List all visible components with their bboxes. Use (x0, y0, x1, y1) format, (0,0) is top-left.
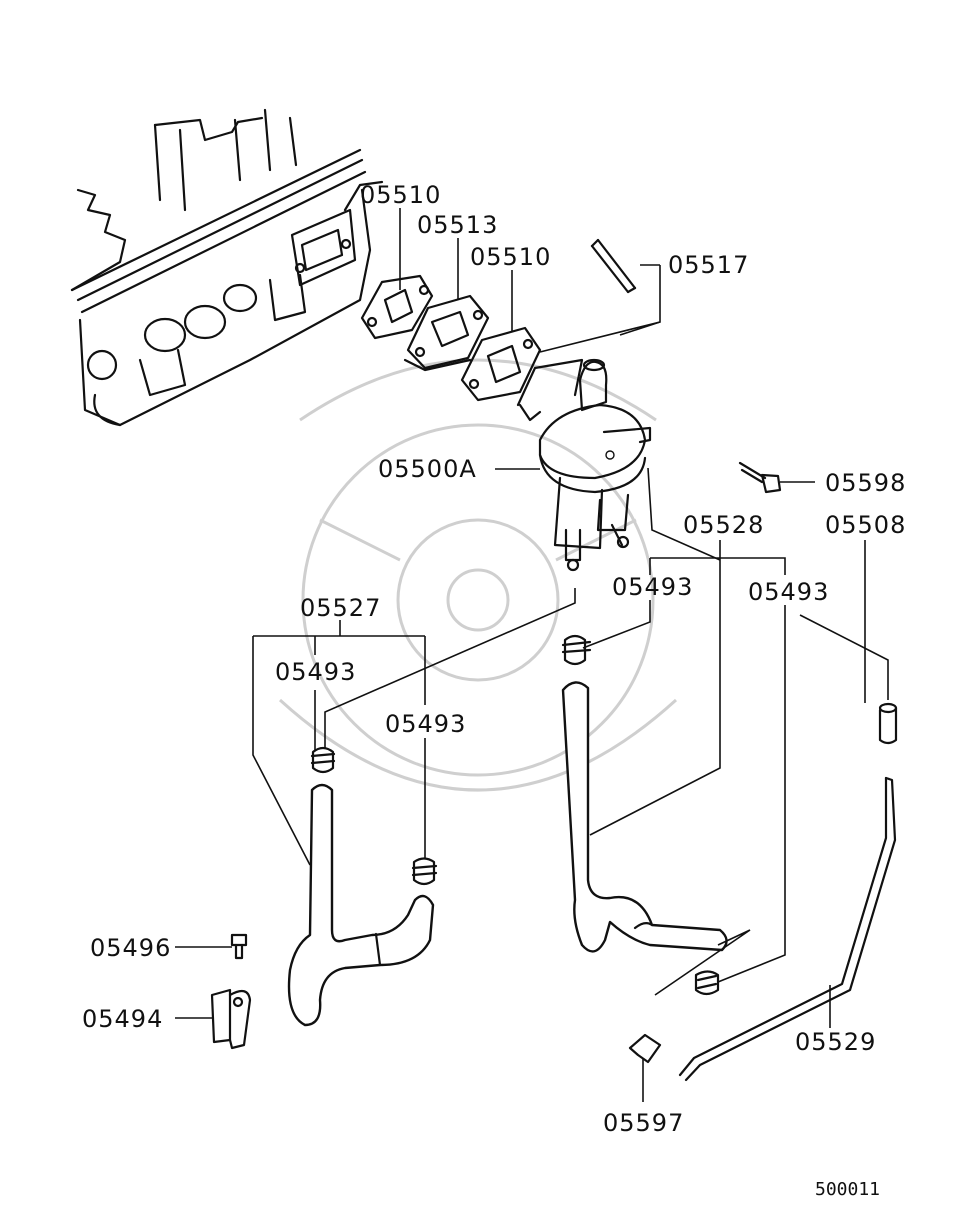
clip-05597 (628, 1033, 662, 1064)
label-rod-05517: 05517 (668, 251, 749, 279)
label-hose-set-05528: 05528 (683, 511, 764, 539)
label-screw-05496: 05496 (90, 934, 171, 962)
label-gasket-05510-a: 05510 (360, 181, 441, 209)
diagram-id: 500011 (815, 1179, 880, 1200)
screw-05496 (230, 933, 248, 960)
rod-05517 (590, 238, 637, 294)
label-clip-05494: 05494 (82, 1005, 163, 1033)
bolt-05598 (738, 461, 782, 494)
label-clamp-05493-right-b: 05493 (748, 578, 829, 606)
label-clamp-05493-left-b: 05493 (385, 710, 466, 738)
clamp-05493-pipe (694, 970, 720, 996)
label-clip-05597: 05597 (603, 1109, 684, 1137)
label-fuel-pipe-05529: 05529 (795, 1028, 876, 1056)
gasket-05510-b (460, 326, 542, 402)
clip-05494 (210, 988, 252, 1050)
fuel-pipe-05529 (678, 776, 897, 1082)
label-bolt-05598: 05598 (825, 469, 906, 497)
connector-05508 (878, 702, 898, 745)
label-fuel-pump-05500A: 05500A (378, 455, 477, 483)
watermark-emblem (278, 358, 678, 792)
fuel-pump-05500A (516, 358, 652, 572)
label-clamp-05493-left-a: 05493 (275, 658, 356, 686)
spacer-05513 (403, 294, 490, 372)
label-spacer-05513: 05513 (417, 211, 498, 239)
engine-block (70, 108, 384, 427)
leader-lines (175, 208, 889, 1102)
label-hose-set-05527: 05527 (300, 594, 381, 622)
hose-set-05527 (287, 746, 438, 1027)
label-connector-05508: 05508 (825, 511, 906, 539)
label-clamp-05493-right-a: 05493 (612, 573, 693, 601)
label-gasket-05510-b: 05510 (470, 243, 551, 271)
hose-set-05528 (561, 634, 728, 953)
gasket-05510-a (360, 274, 434, 340)
